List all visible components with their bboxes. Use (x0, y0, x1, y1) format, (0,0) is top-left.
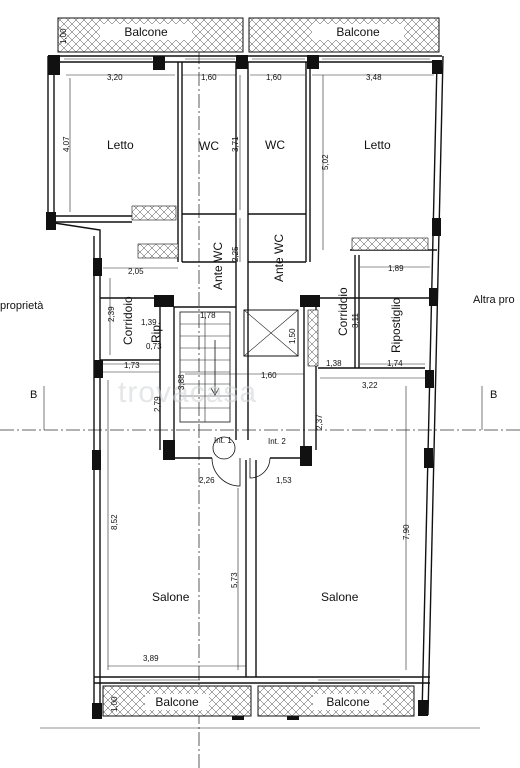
watermark: trovacasa (118, 376, 257, 409)
room-letto-right: Letto (364, 138, 391, 152)
dimension-label: 1,89 (388, 264, 404, 273)
dimension-label: 2,05 (128, 267, 144, 276)
room-salone-right: Salone (321, 590, 359, 604)
dimension-label: 3,20 (107, 73, 123, 82)
dimension-label: 5,02 (321, 154, 330, 170)
dimension-label: 0,73 (146, 342, 162, 351)
dimension-label: 3,88 (177, 374, 186, 390)
room-label: Balcone (155, 695, 199, 709)
unit-int-2: Int. 2 (268, 437, 286, 446)
dimension-label: 1,60 (201, 73, 217, 82)
dimension-label: 2,37 (315, 414, 324, 430)
elevator-shaft (243, 309, 299, 357)
structural-columns (46, 55, 442, 720)
room-label: Balcone (326, 695, 370, 709)
dimension-label: 7,90 (402, 524, 411, 540)
dimension-label: 1,53 (276, 476, 292, 485)
room-rip: Rip. (149, 322, 163, 343)
balcony-top-left: Balcone (57, 17, 244, 53)
dimension-label: 2,79 (153, 396, 162, 412)
section-marker-left: B (30, 386, 45, 430)
room-wc-left: WC (199, 139, 219, 153)
dimension-label: 1,74 (387, 359, 403, 368)
dimension-label: 1,39 (141, 318, 157, 327)
axis-lines (0, 50, 520, 768)
balcony-top-right: Balcone (248, 17, 440, 53)
dimension-label: 8,52 (110, 514, 119, 530)
dimension-label: 1,60 (261, 371, 277, 380)
balcony-bottom-left: Balcone (102, 685, 252, 717)
dimension-label: 3,71 (231, 136, 240, 152)
dimension-label: 2,25 (231, 246, 240, 262)
windows (64, 58, 430, 681)
room-labels: Letto WC WC Letto Ante WC Ante WC Corrid… (107, 138, 403, 604)
room-label: Balcone (336, 25, 380, 39)
neighbor-left-label: proprietà (0, 300, 44, 312)
dimension-label: 2,26 (199, 476, 215, 485)
dimension-label: 3,89 (143, 654, 159, 663)
outer-walls (47, 55, 444, 716)
dimension-label: 1,73 (124, 361, 140, 370)
section-marker-right: B (481, 386, 497, 430)
dimension-label: 1,78 (200, 311, 216, 320)
section-letter: B (490, 389, 497, 401)
dimension-label: 1,50 (288, 328, 297, 344)
dimension-label: 4,07 (62, 136, 71, 152)
room-corridoio-right: Corridoio (336, 287, 350, 336)
dimension-label: 2,39 (107, 306, 116, 322)
dimension-label: 5,73 (230, 572, 239, 588)
dimension-labels: 1,00 3,20 1,60 1,60 3,48 4,07 3,71 5,02 … (59, 28, 411, 712)
dimension-label: 3,48 (366, 73, 382, 82)
room-ripostiglio: Ripostiglio (389, 297, 403, 353)
dimension-label: 1,38 (326, 359, 342, 368)
room-ante-wc-right: Ante WC (272, 234, 286, 282)
interior-walls (54, 62, 437, 677)
room-wc-right: WC (265, 138, 285, 152)
dimension-label: 1,00 (110, 696, 119, 712)
dimension-label: 3,11 (351, 312, 360, 328)
dimension-lines (66, 74, 434, 670)
room-corridoio-left: Corridoio (121, 296, 135, 345)
unit-int-1: Int. 1 (214, 436, 232, 445)
neighbor-right-label: Altra pro (473, 294, 515, 306)
dimension-label: 1,60 (266, 73, 282, 82)
room-label: Balcone (124, 25, 168, 39)
room-salone-left: Salone (152, 590, 190, 604)
stairs (179, 311, 231, 423)
room-letto-left: Letto (107, 138, 134, 152)
entrance-doors (211, 436, 271, 487)
room-ante-wc-left: Ante WC (211, 242, 225, 290)
duct-hatch (131, 205, 429, 367)
dimension-label: 1,00 (59, 28, 68, 44)
dimension-label: 3,22 (362, 381, 378, 390)
section-letter: B (30, 389, 37, 401)
balcony-bottom-right: Balcone (257, 685, 415, 717)
